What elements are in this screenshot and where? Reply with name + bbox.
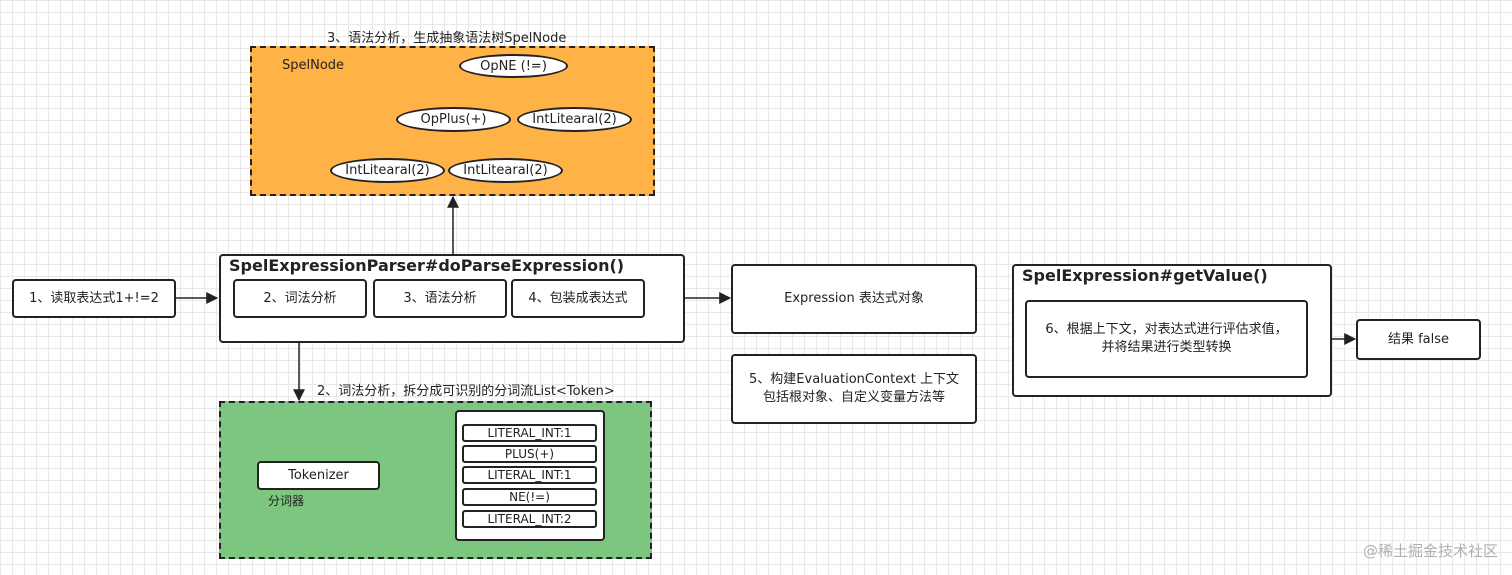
evaluation-context-box: 5、构建EvaluationContext 上下文 包括根对象、自定义变量方法等 (731, 354, 977, 424)
input-expression-box: 1、读取表达式1+!=2 (12, 279, 176, 318)
tokenizer-box: Tokenizer (257, 461, 380, 490)
node-opplus: OpPlus(+) (396, 107, 511, 132)
parser-step-lexer: 2、词法分析 (233, 279, 367, 318)
getvalue-title: SpelExpression#getValue() (1022, 266, 1268, 285)
token-item: PLUS(+) (462, 445, 597, 463)
context-line1: 5、构建EvaluationContext 上下文 (749, 372, 959, 387)
token-item: LITERAL_INT:2 (462, 510, 597, 528)
token-item: LITERAL_INT:1 (462, 466, 597, 484)
evaluate-box: 6、根据上下文，对表达式进行评估求值， 并将结果进行类型转换 (1025, 300, 1308, 378)
ast-caption: 3、语法分析，生成抽象语法树SpelNode (327, 31, 567, 46)
parser-step-wrap: 4、包装成表达式 (511, 279, 645, 318)
parser-title: SpelExpressionParser#doParseExpression() (229, 256, 625, 275)
tokenizer-sub-label: 分词器 (268, 494, 305, 508)
spelnode-label: SpelNode (282, 58, 345, 73)
lexer-caption: 2、词法分析，拆分成可识别的分词流List<Token> (317, 384, 615, 399)
node-opne: OpNE (!=) (459, 54, 568, 78)
token-item: LITERAL_INT:1 (462, 424, 597, 442)
node-int-left2: IntLitearal(2) (448, 158, 563, 183)
watermark: @稀土掘金技术社区 (1362, 542, 1498, 560)
parser-step-syntax: 3、语法分析 (373, 279, 507, 318)
token-item: NE(!=) (462, 488, 597, 506)
evaluate-line2: 并将结果进行类型转换 (1101, 340, 1232, 355)
context-line2: 包括根对象、自定义变量方法等 (762, 390, 945, 405)
evaluate-line1: 6、根据上下文，对表达式进行评估求值， (1045, 322, 1288, 337)
node-int-right: IntLitearal(2) (517, 107, 632, 132)
expression-object-box: Expression 表达式对象 (731, 264, 977, 334)
node-int-left1: IntLitearal(2) (330, 158, 445, 183)
result-box: 结果 false (1356, 319, 1481, 360)
